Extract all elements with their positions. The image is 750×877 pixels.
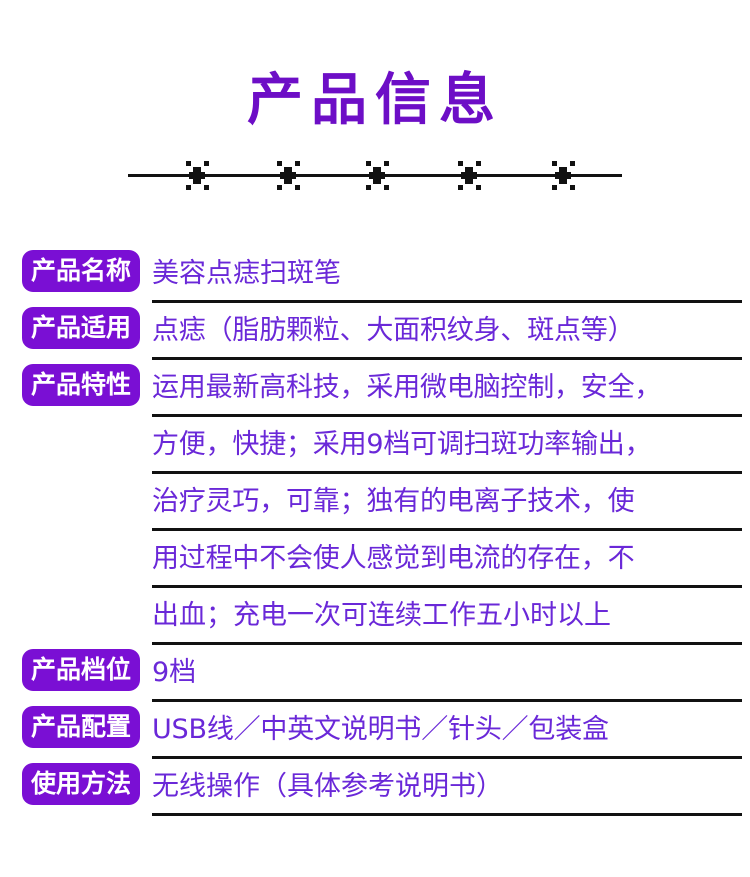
- ornament-dot: [476, 185, 481, 190]
- ornament-dot: [384, 185, 389, 190]
- spec-label-badge: 产品档位: [22, 649, 141, 691]
- spec-row: 产品档位 9档: [0, 645, 750, 702]
- spec-label-badge: 产品配置: [22, 706, 141, 748]
- spec-label-cell: 产品特性: [0, 360, 150, 406]
- ornament-dot: [204, 185, 209, 190]
- ornament-dot: [186, 161, 191, 166]
- ornament-dot: [295, 161, 300, 166]
- star-dot-ornament: [455, 158, 483, 192]
- title-block: 产品信息: [0, 68, 750, 133]
- spec-value-cell: 点痣（脂肪颗粒、大面积纹身、斑点等）: [150, 303, 750, 360]
- ornament-bar-v: [559, 167, 567, 184]
- ornament-dot: [552, 185, 557, 190]
- spec-value-line: 运用最新高科技，采用微电脑控制，安全，: [152, 360, 742, 417]
- star-dot-ornament: [274, 158, 302, 192]
- spec-value-line: USB线／中英文说明书／针头／包装盒: [152, 702, 742, 759]
- spec-value-cell: 9档: [150, 645, 750, 702]
- ornament-dot: [476, 161, 481, 166]
- ornament-dot: [366, 161, 371, 166]
- spec-value-line: 出血；充电一次可连续工作五小时以上: [152, 588, 742, 645]
- spec-label-cell: 产品配置: [0, 702, 150, 748]
- ornament-bar-v: [193, 167, 201, 184]
- spec-label-badge: 产品特性: [22, 364, 141, 406]
- page-title: 产品信息: [247, 68, 503, 133]
- spec-value-cell: 美容点痣扫斑笔: [150, 246, 750, 303]
- spec-label-badge: 产品名称: [22, 250, 141, 292]
- spec-value-line: 美容点痣扫斑笔: [152, 246, 742, 303]
- ornament-dot: [552, 161, 557, 166]
- spec-label-cell: 产品适用: [0, 303, 150, 349]
- spec-label-badge: 产品适用: [22, 307, 141, 349]
- spec-table: 产品名称美容点痣扫斑笔产品适用点痣（脂肪颗粒、大面积纹身、斑点等）产品特性运用最…: [0, 246, 750, 816]
- spec-label-cell: 产品名称: [0, 246, 150, 292]
- ornament-dot: [277, 185, 282, 190]
- ornament-dot: [204, 161, 209, 166]
- ornament-dot: [458, 185, 463, 190]
- ornamental-divider: [128, 158, 622, 192]
- ornament-dot: [570, 161, 575, 166]
- spec-value-line: 治疗灵巧，可靠；独有的电离子技术，使: [152, 474, 742, 531]
- star-dot-ornament: [183, 158, 211, 192]
- spec-value-line: 用过程中不会使人感觉到电流的存在，不: [152, 531, 742, 588]
- ornament-dot: [570, 185, 575, 190]
- ornament-dot: [186, 185, 191, 190]
- ornament-bar-v: [373, 167, 381, 184]
- spec-value-line: 方便，快捷；采用9档可调扫斑功率输出，: [152, 417, 742, 474]
- ornament-dot: [458, 161, 463, 166]
- spec-row: 使用方法无线操作（具体参考说明书）: [0, 759, 750, 816]
- spec-row: 产品配置 USB线／中英文说明书／针头／包装盒: [0, 702, 750, 759]
- ornament-bar-v: [465, 167, 473, 184]
- spec-row: 产品名称美容点痣扫斑笔: [0, 246, 750, 303]
- spec-value-cell: 无线操作（具体参考说明书）: [150, 759, 750, 816]
- spec-value-line: 无线操作（具体参考说明书）: [152, 759, 742, 816]
- ornament-dot: [366, 185, 371, 190]
- spec-label-cell: 产品档位: [0, 645, 150, 691]
- ornament-dot: [295, 185, 300, 190]
- star-dot-ornament: [363, 158, 391, 192]
- spec-row: 产品适用点痣（脂肪颗粒、大面积纹身、斑点等）: [0, 303, 750, 360]
- spec-value-cell: 运用最新高科技，采用微电脑控制，安全，方便，快捷；采用9档可调扫斑功率输出，治疗…: [150, 360, 750, 645]
- ornament-dot: [384, 161, 389, 166]
- ornament-dot: [277, 161, 282, 166]
- spec-value-cell: USB线／中英文说明书／针头／包装盒: [150, 702, 750, 759]
- spec-value-line: 点痣（脂肪颗粒、大面积纹身、斑点等）: [152, 303, 742, 360]
- ornament-bar-v: [284, 167, 292, 184]
- star-dot-ornament: [549, 158, 577, 192]
- spec-row: 产品特性运用最新高科技，采用微电脑控制，安全，方便，快捷；采用9档可调扫斑功率输…: [0, 360, 750, 645]
- spec-value-line: 9档: [152, 645, 742, 702]
- spec-label-cell: 使用方法: [0, 759, 150, 805]
- spec-label-badge: 使用方法: [22, 763, 141, 805]
